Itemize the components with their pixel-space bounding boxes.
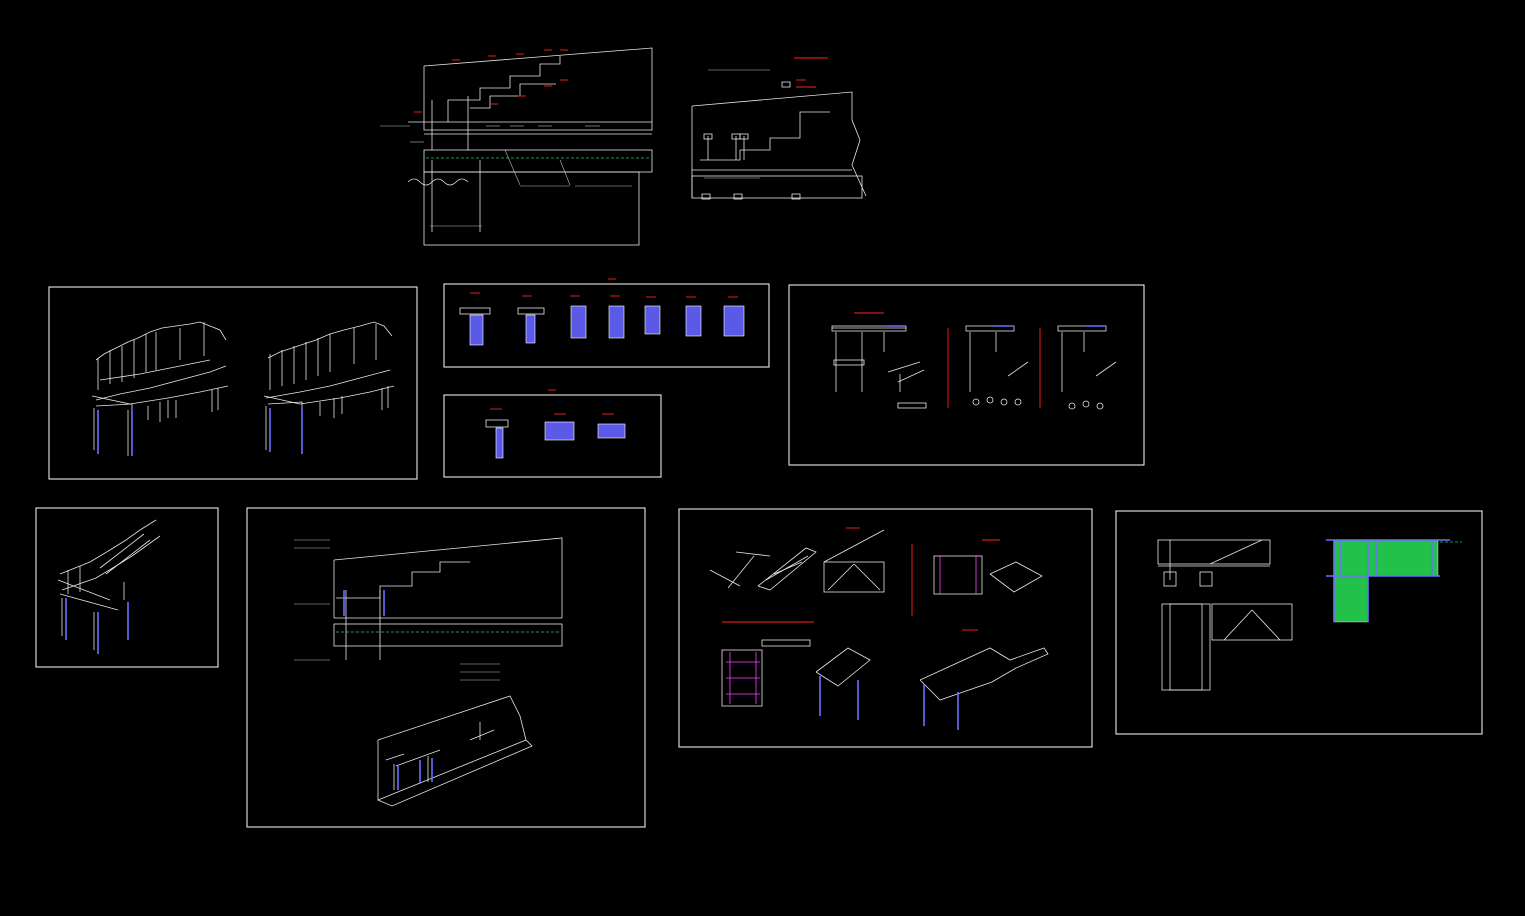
stair-elevation-view [294, 537, 563, 807]
sheet-elevation-section-a[interactable] [380, 47, 653, 246]
sheet-frame-member-sections[interactable] [443, 283, 770, 368]
stair-tread-detail-views [709, 527, 1049, 730]
sheet-frame-stair-tread-details[interactable] [678, 508, 1093, 748]
sheet-frame-plan-and-grating[interactable] [1115, 510, 1483, 735]
isometric-platform-views [91, 321, 395, 456]
plan-and-grating-views [1157, 539, 1462, 691]
sheet-elevation-section-b[interactable] [691, 57, 867, 200]
elevation-red-tags [414, 49, 568, 113]
sheet-frame-isometric-platform[interactable] [48, 286, 418, 480]
sheet-frame-stair-elevation[interactable] [246, 507, 646, 828]
stair-isometric-view [57, 519, 161, 654]
elevation-dim-text [380, 125, 632, 187]
sheet-frame-connection-details[interactable] [788, 284, 1145, 466]
member-section-details-2 [485, 408, 626, 459]
sheet-frame-stair-isometric[interactable] [35, 507, 219, 668]
connection-detail-views [831, 312, 1117, 410]
sheet-frame-member-sections-2[interactable] [443, 394, 662, 478]
member-section-details [459, 292, 745, 346]
grating-plan [1326, 539, 1462, 623]
